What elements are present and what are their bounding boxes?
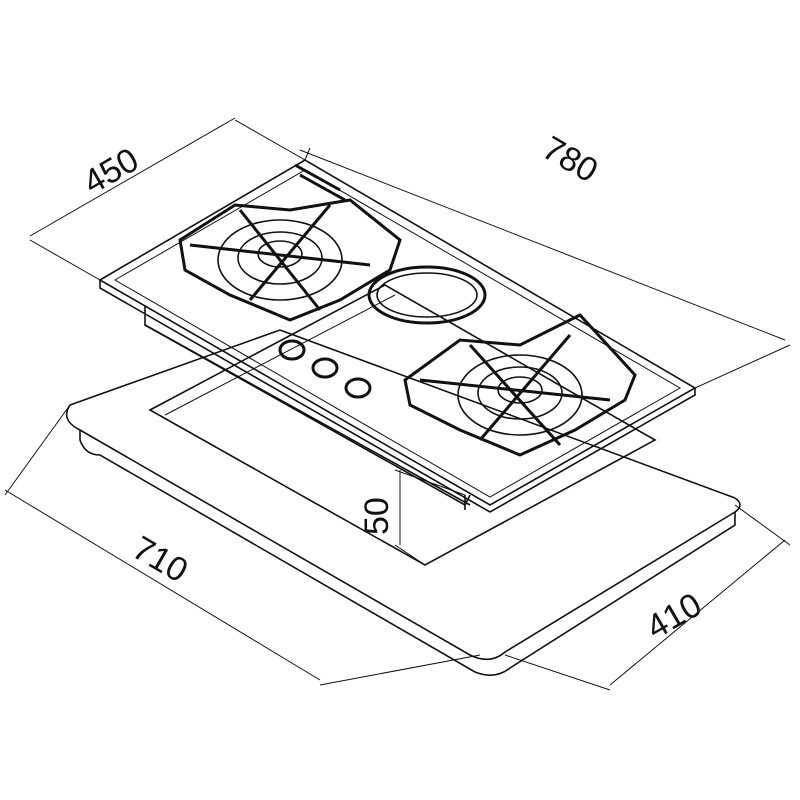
control-indicator-strip	[294, 163, 346, 202]
dimension-cutout-width-label: 710	[126, 529, 194, 590]
dimension-lines	[4, 117, 791, 691]
knob-2	[311, 357, 339, 379]
gas-burner-left	[178, 198, 402, 322]
dimension-width-label: 780	[536, 129, 604, 190]
dimension-height-label: 50	[358, 497, 396, 535]
glass-top-plate	[98, 159, 697, 513]
induction-zone	[367, 265, 487, 325]
knob-3	[344, 377, 372, 399]
dimension-depth-label: 450	[77, 141, 145, 202]
dimension-cutout-depth-label: 410	[640, 586, 708, 647]
control-knobs	[278, 339, 372, 399]
knob-1	[278, 339, 306, 361]
countertop	[65, 284, 741, 676]
gas-burner-right	[403, 313, 637, 457]
